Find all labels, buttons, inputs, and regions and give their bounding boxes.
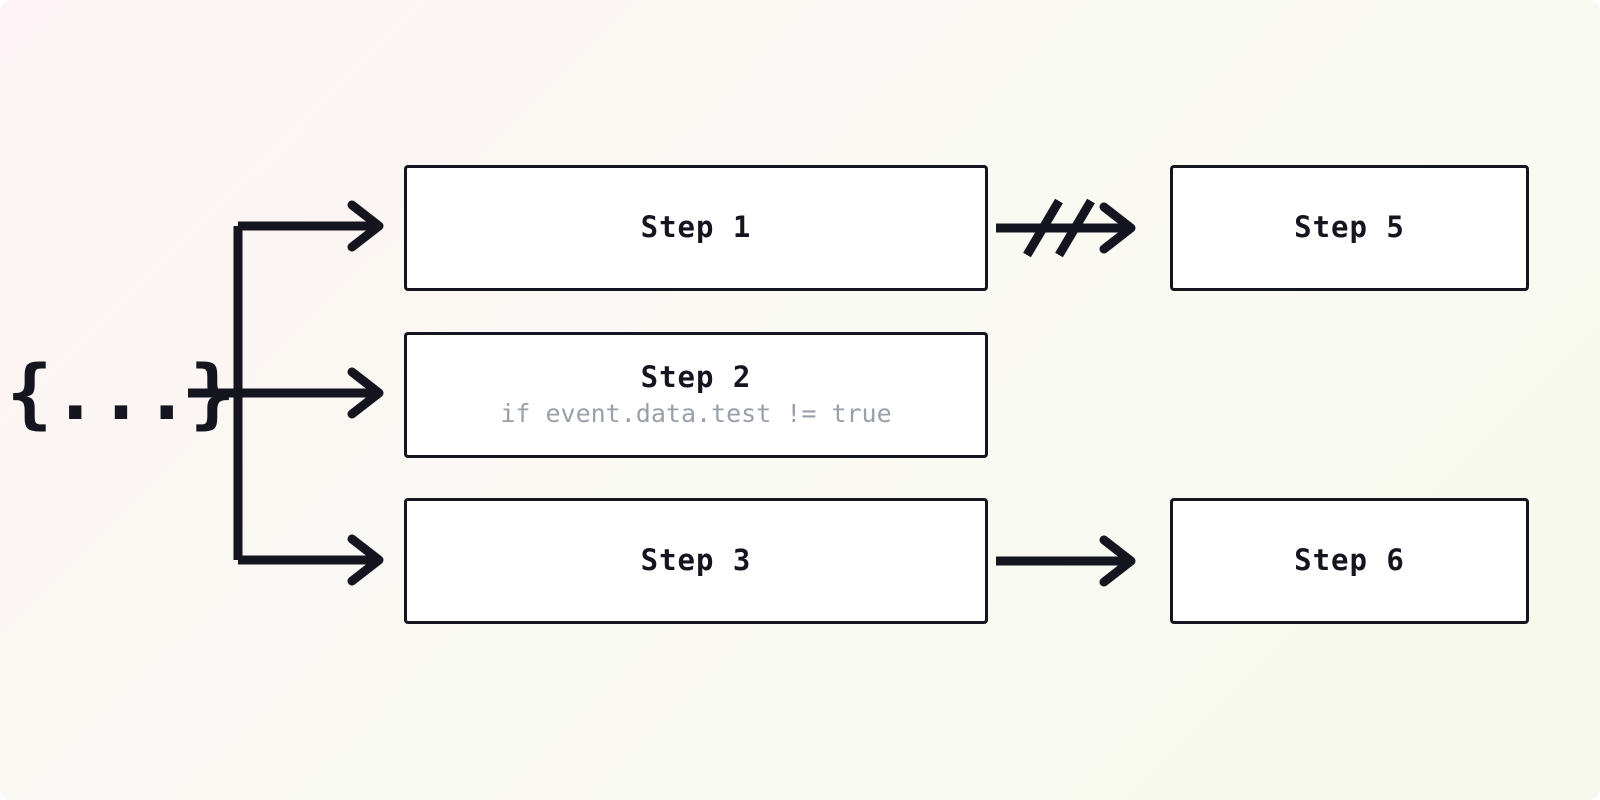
node-step1-label: Step 1 [640,210,752,245]
skipped-edge-marker [1023,198,1095,258]
trigger-glyph: {...} [6,348,236,437]
node-step2[interactable]: Step 2 if event.data.test != true [404,332,988,458]
node-step6-label: Step 6 [1294,543,1405,578]
node-step5[interactable]: Step 5 [1170,165,1529,291]
trigger-node[interactable]: {...} [7,338,236,448]
arrowhead-step5 [1099,202,1136,254]
node-step2-label: Step 2 [640,360,752,395]
node-step2-condition: if event.data.test != true [500,398,892,428]
node-step5-label: Step 5 [1294,210,1405,245]
arrowhead-step6 [1099,535,1136,587]
node-step3-label: Step 3 [640,543,752,578]
arrowhead-step1 [347,200,384,252]
node-step3[interactable]: Step 3 [404,498,988,624]
node-step6[interactable]: Step 6 [1170,498,1529,624]
arrowhead-step3 [347,534,384,586]
node-step1[interactable]: Step 1 [404,165,988,291]
arrowhead-step2 [347,367,384,419]
